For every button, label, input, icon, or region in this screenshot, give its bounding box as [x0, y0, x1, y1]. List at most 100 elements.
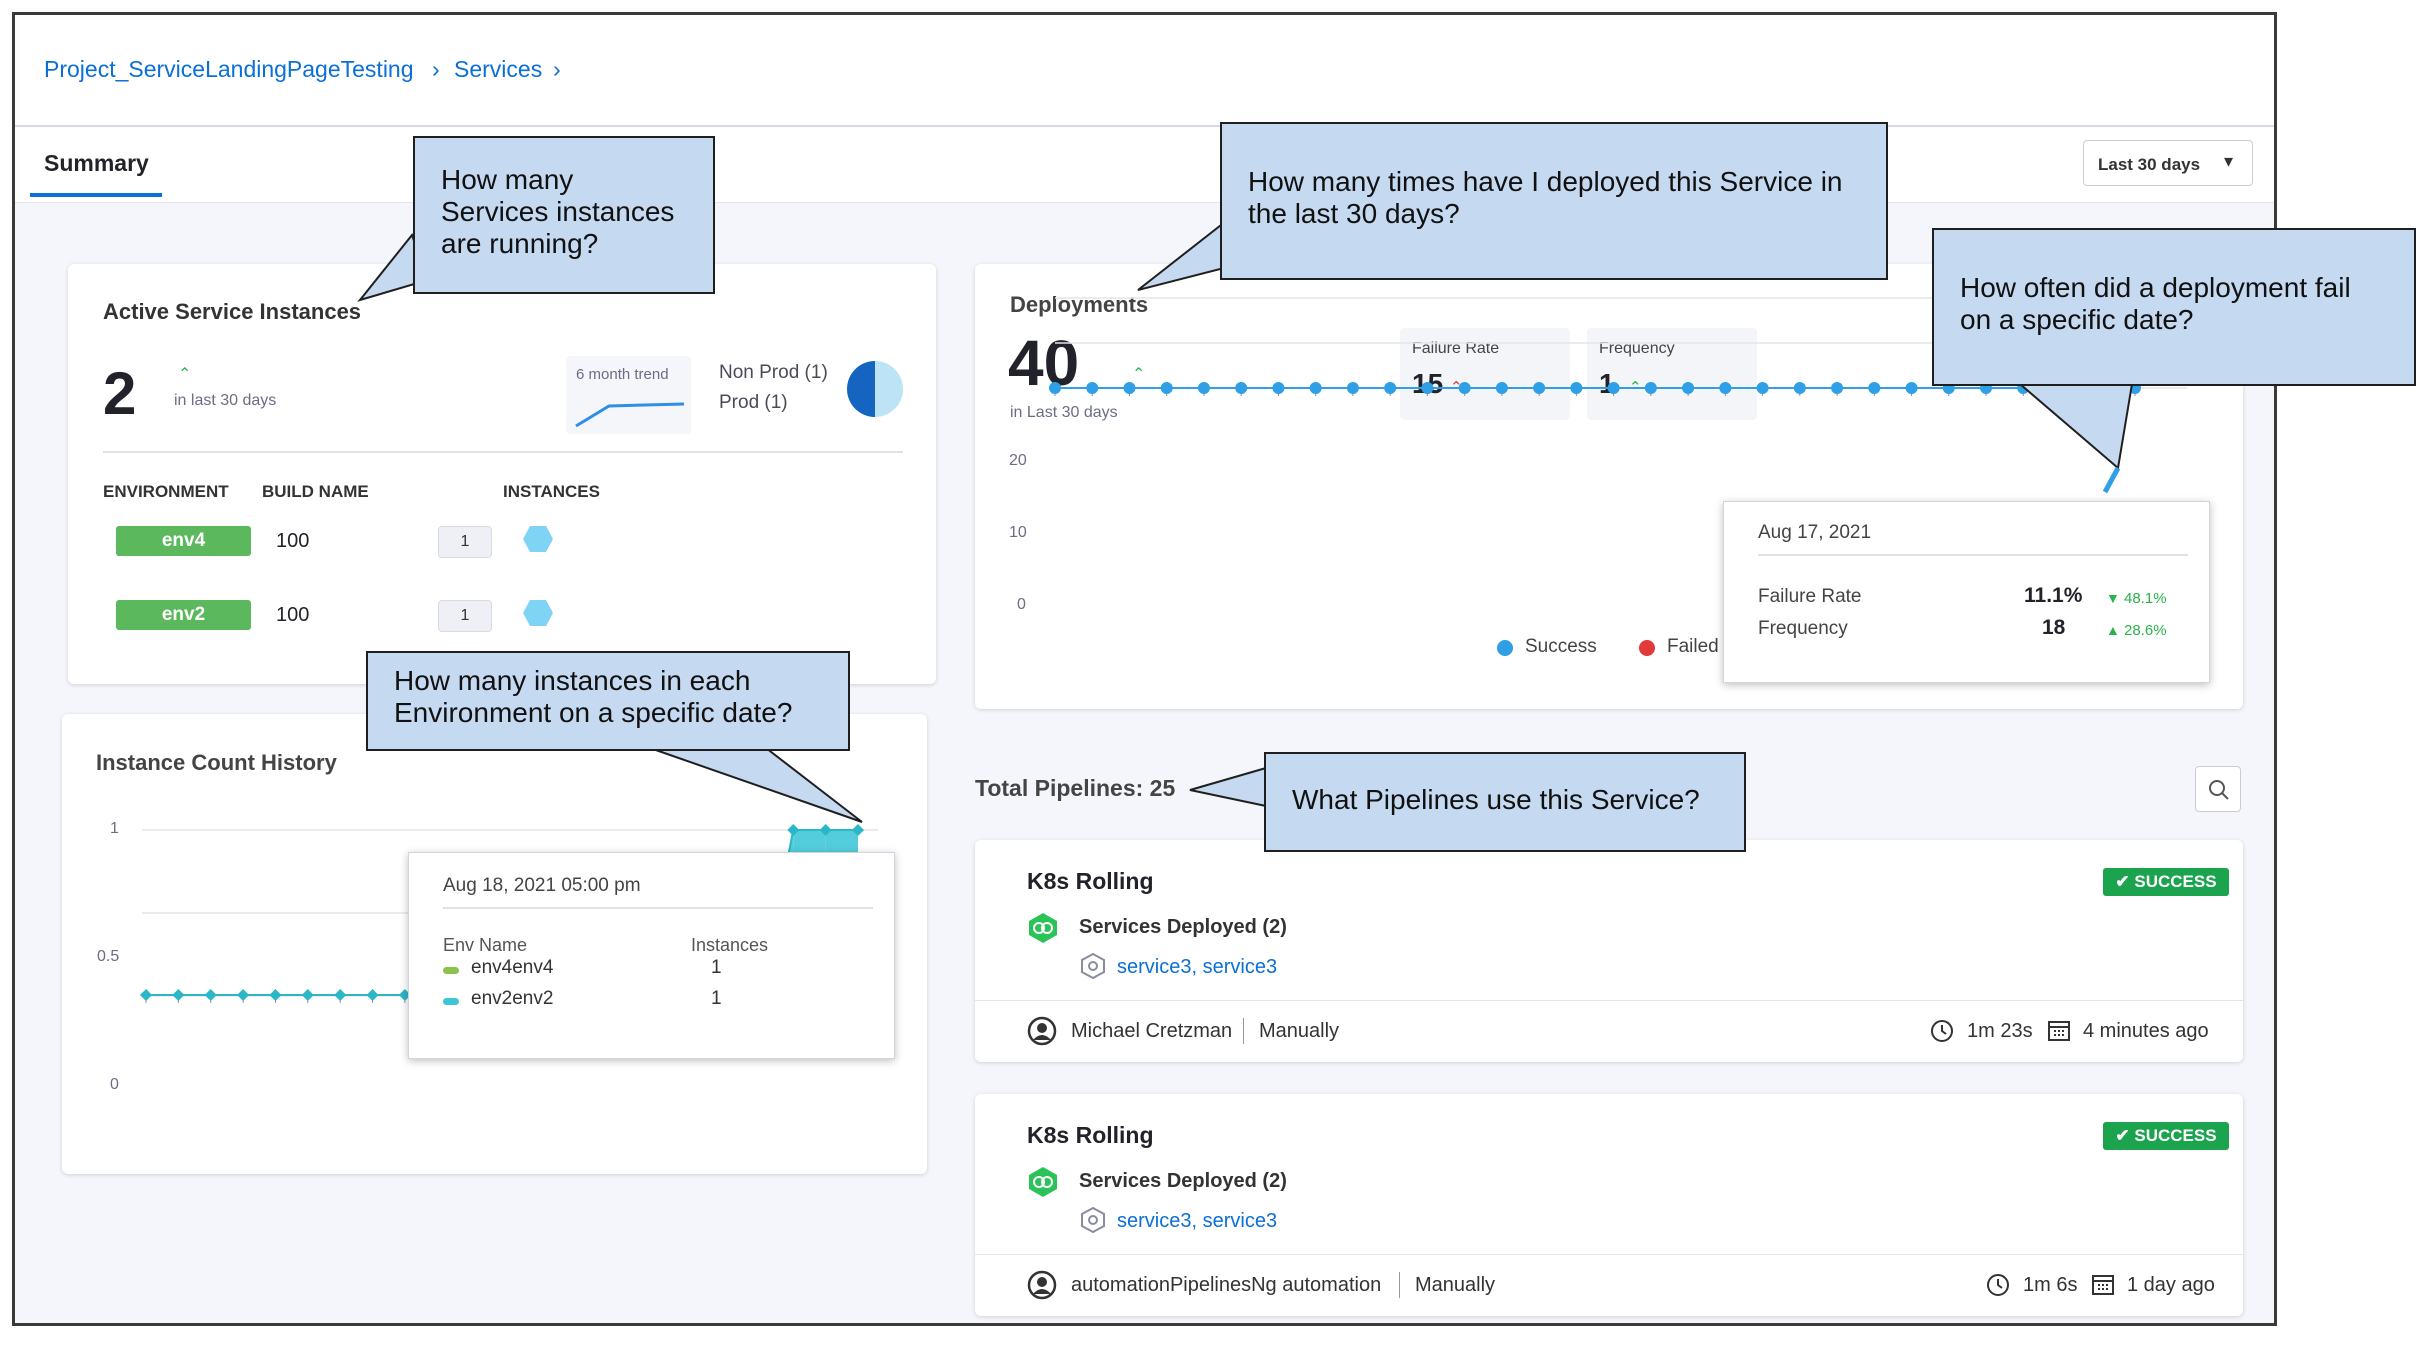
time-range-value: Last 30 days [2098, 155, 2201, 174]
data-point [1384, 382, 1397, 394]
check-circle-icon: ✔ [2115, 872, 2135, 891]
separator [1399, 1272, 1400, 1298]
duration: 1m 6s [2023, 1274, 2078, 1296]
service-link[interactable]: service3 [1117, 1210, 1192, 1232]
pipeline-name[interactable]: K8s Rolling [1027, 868, 1154, 894]
trend-down-icon: ▼ [2106, 590, 2120, 606]
data-point [1533, 382, 1546, 394]
status-badge: ✔ SUCCESS [2103, 1122, 2229, 1150]
env-tag-env4: env4 [116, 526, 251, 556]
data-point [398, 989, 411, 1001]
tooltip-date: Aug 18, 2021 05:00 pm [443, 875, 641, 896]
chevron-right-icon: › [553, 56, 561, 82]
clock-icon [1931, 1020, 1953, 1042]
data-point [269, 989, 282, 1001]
tab-summary[interactable]: Summary [44, 150, 149, 176]
instance-history-tooltip: Aug 18, 2021 05:00 pm Env Name Instances… [408, 852, 895, 1059]
trend-label: 6 month trend [576, 366, 669, 383]
frequency-label: Frequency [1599, 340, 1675, 357]
legend-success[interactable]: Success [1525, 636, 1597, 657]
data-point [172, 989, 185, 1001]
legend-failed[interactable]: Failed [1667, 636, 1719, 657]
data-point [1905, 382, 1918, 394]
tooltip-count: 1 [711, 988, 722, 1009]
tooltip-frequency-change: 28.6% [2124, 622, 2167, 639]
caret-down-icon: ▾ [2224, 151, 2234, 171]
data-point [1197, 382, 1210, 394]
divider [975, 1000, 2243, 1001]
env-tag-env2: env2 [116, 600, 251, 630]
divider [975, 1254, 2243, 1255]
trend-sparkline [575, 402, 685, 428]
instance-hexagon-icon[interactable] [522, 524, 554, 554]
trend-box: 6 month trend [566, 356, 691, 434]
callout-instances-env: How many instances in each Environment o… [366, 651, 850, 751]
trigger-type: Manually [1415, 1274, 1496, 1296]
divider [1758, 554, 2188, 556]
legend-swatch [443, 998, 459, 1005]
instance-count-pill: 1 [438, 600, 492, 632]
prod-label: Prod (1) [719, 392, 788, 413]
callout-deploy-count: How many times have I deployed this Serv… [1220, 122, 1888, 280]
trend-up-icon: ▲ [2106, 622, 2120, 638]
service-hexagon-icon [1081, 952, 1105, 980]
service-link[interactable]: service3 [1202, 956, 1278, 978]
triggered-by: Michael Cretzman [1071, 1020, 1233, 1042]
user-avatar-icon [1027, 1016, 1057, 1046]
separator [1243, 1018, 1244, 1044]
non-prod-label: Non Prod (1) [719, 362, 828, 383]
tooltip-frequency-label: Frequency [1758, 618, 1848, 639]
tab-bar [15, 127, 2274, 203]
data-point [1607, 382, 1620, 394]
search-button[interactable] [2195, 766, 2241, 812]
data-point [1644, 382, 1657, 394]
data-point [237, 989, 250, 1001]
tooltip-date: Aug 17, 2021 [1758, 522, 1872, 543]
time-ago: 4 minutes ago [2083, 1020, 2209, 1042]
service-deploy-icon [1029, 1167, 1057, 1197]
service-link[interactable]: service3 [1202, 1210, 1278, 1232]
data-point [140, 989, 152, 1001]
data-point [787, 824, 800, 836]
tooltip-failure-rate-change: 48.1% [2124, 590, 2167, 607]
card-title: Instance Count History [96, 750, 337, 775]
data-point [204, 989, 217, 1001]
legend-success-dot [1497, 640, 1513, 656]
clock-icon [1987, 1274, 2009, 1296]
breadcrumb-services[interactable]: Services [454, 56, 543, 82]
y-tick-label: 0 [110, 1076, 119, 1093]
callout-instances-running: How many Services instances are running? [413, 136, 715, 294]
trend-up-icon: ⌃ [178, 366, 192, 383]
calendar-icon [2048, 1021, 2070, 1041]
divider [443, 907, 873, 909]
status-text: SUCCESS [2134, 872, 2217, 891]
pipeline-card[interactable]: K8s Rolling ✔ SUCCESS Services Deployed … [975, 1094, 2243, 1316]
data-point [1049, 382, 1061, 394]
tooltip-col-instances: Instances [691, 935, 769, 955]
instance-subtitle: in last 30 days [174, 392, 277, 409]
data-point [1346, 382, 1359, 394]
data-point [1123, 382, 1136, 394]
failure-rate-label: Failure Rate [1412, 340, 1500, 357]
pipeline-card[interactable]: K8s Rolling ✔ SUCCESS Services Deployed … [975, 840, 2243, 1062]
build-name: 100 [276, 604, 310, 626]
service-link[interactable]: service3 [1117, 956, 1192, 978]
data-point [1719, 382, 1732, 394]
data-point [1756, 382, 1769, 394]
y-tick-label: 0 [1017, 596, 1026, 613]
legend-failed-dot [1639, 640, 1655, 656]
user-avatar-icon [1027, 1270, 1057, 1300]
services-deployed: Services Deployed (2) [1079, 1170, 1287, 1192]
pipeline-name[interactable]: K8s Rolling [1027, 1122, 1154, 1148]
services-deployed: Services Deployed (2) [1079, 916, 1287, 938]
tooltip-col-env: Env Name [443, 935, 528, 955]
tooltip-env: env4env4 [471, 957, 554, 978]
tooltip-env: env2env2 [471, 988, 554, 1009]
trend-up-icon: ⌃ [1132, 366, 1146, 383]
breadcrumb-project[interactable]: Project_ServiceLandingPageTesting [44, 56, 414, 82]
instance-hexagon-icon[interactable] [522, 598, 554, 628]
time-range-select[interactable]: Last 30 days ▾ [2083, 140, 2253, 186]
data-point [1160, 382, 1173, 394]
tab-active-indicator [30, 193, 162, 197]
calendar-icon [2092, 1275, 2114, 1295]
